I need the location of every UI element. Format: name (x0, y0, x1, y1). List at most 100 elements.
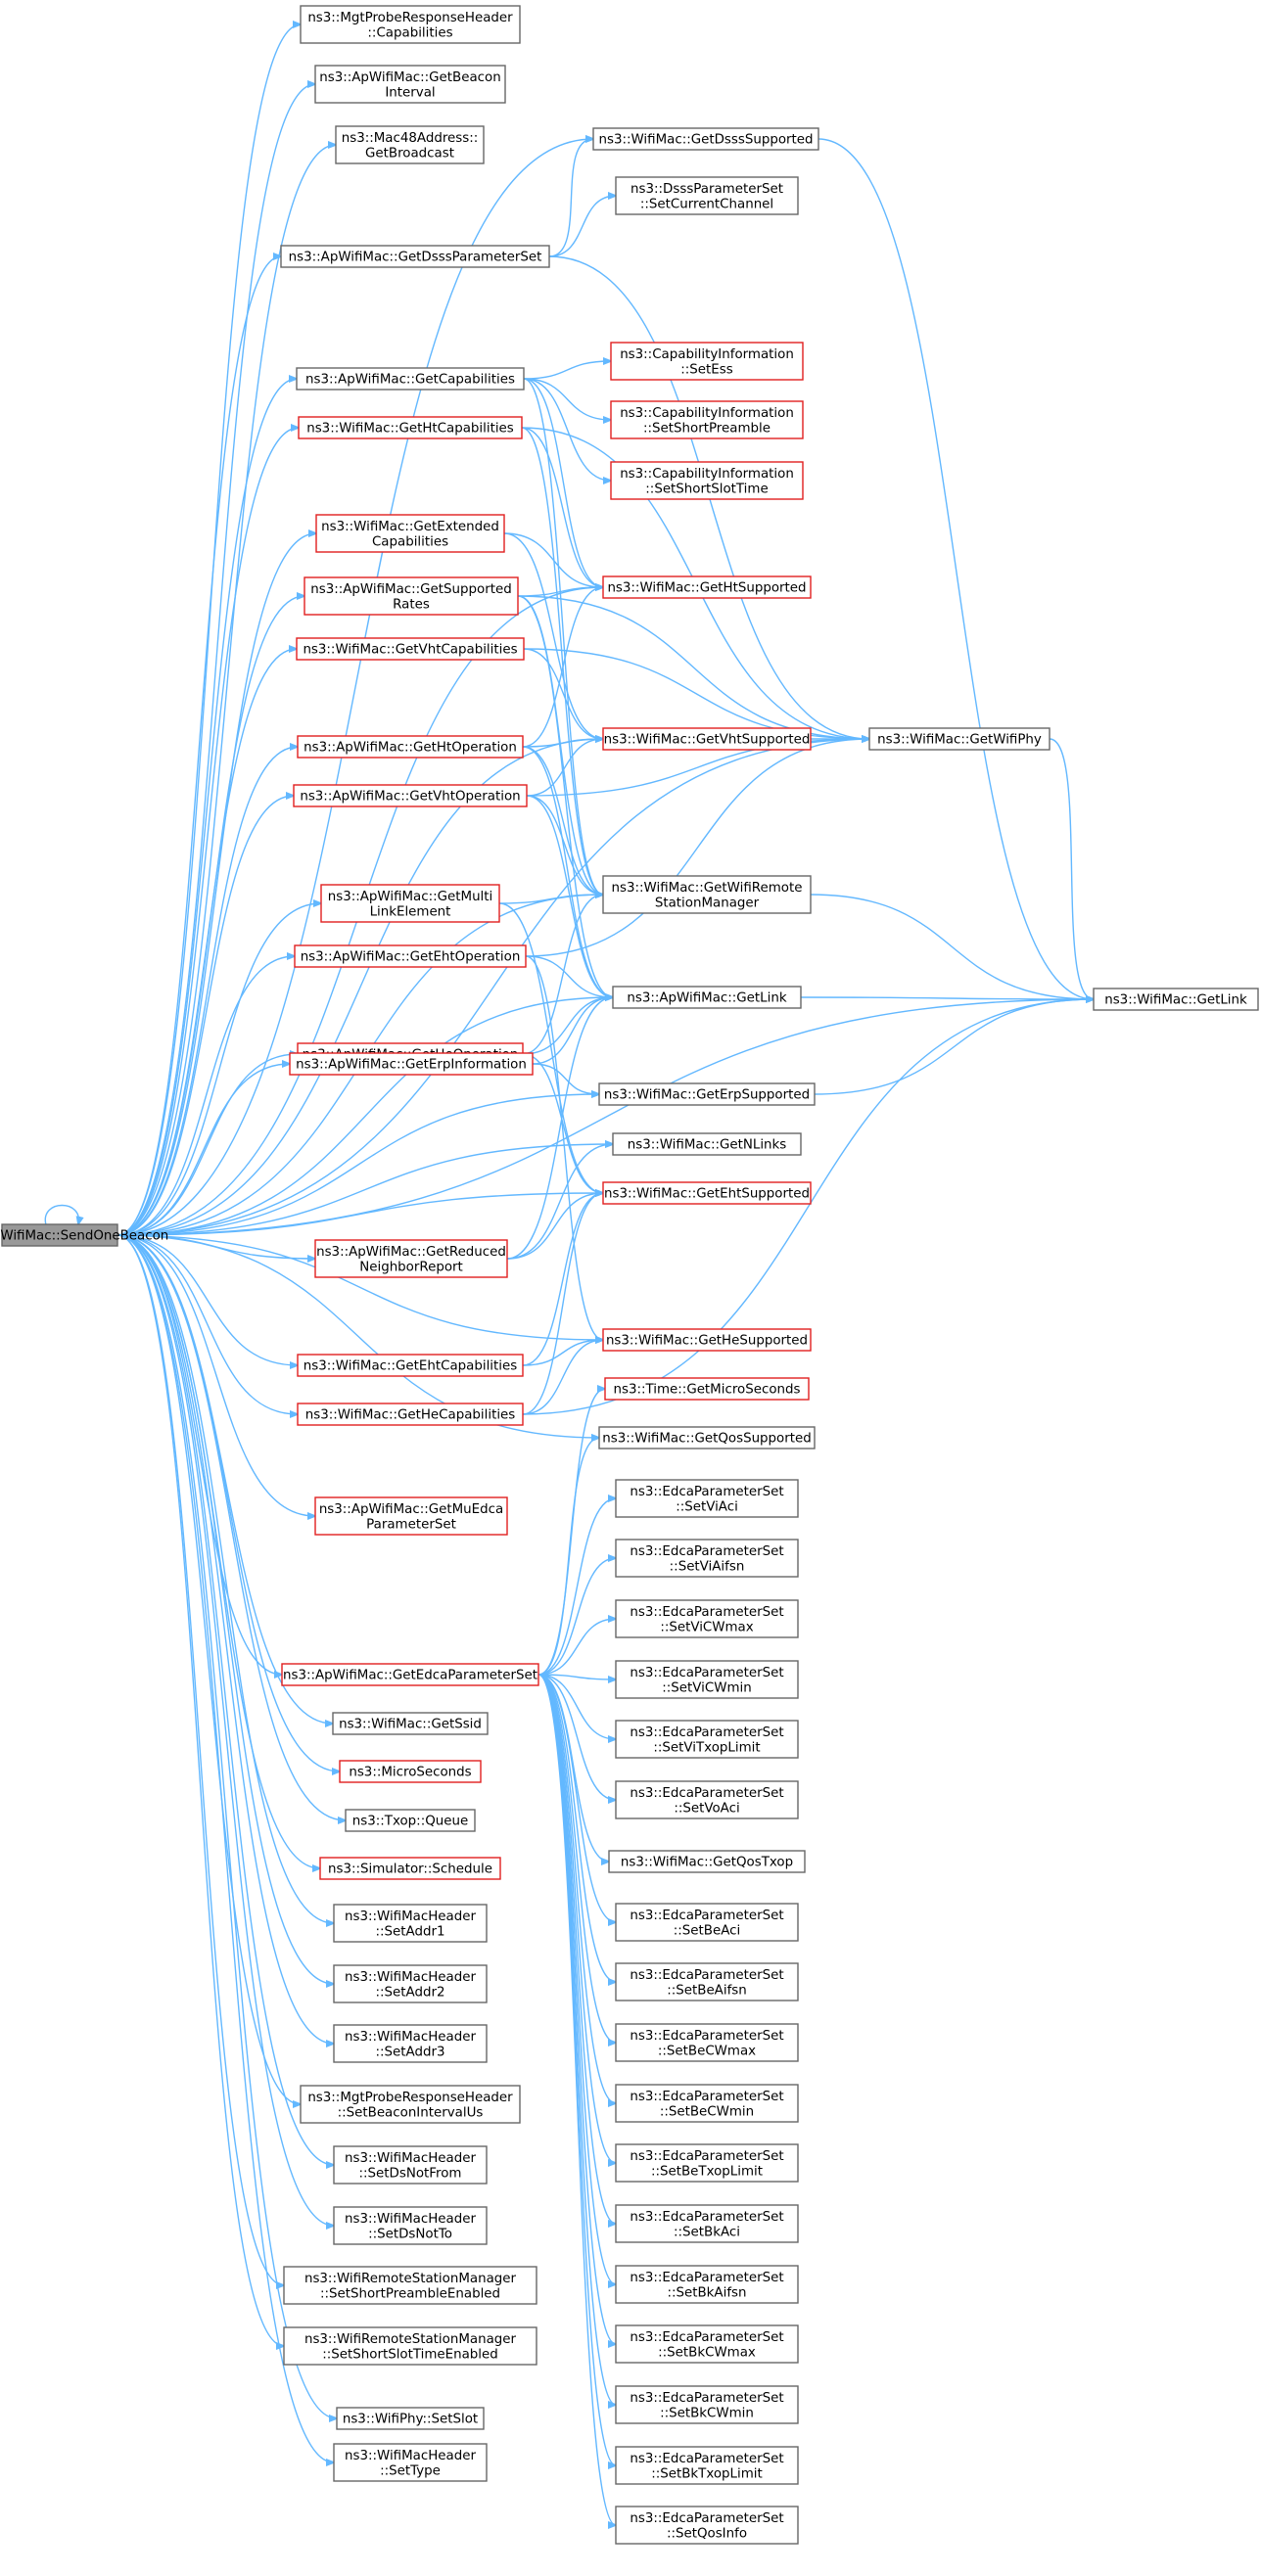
node-cap-set-short-slot[interactable]: ns3::CapabilityInformation::SetShortSlot… (610, 461, 804, 500)
node-box (615, 1903, 799, 1942)
node-dsss-set-chan[interactable]: ns3::DsssParameterSet::SetCurrentChannel (615, 176, 799, 215)
call-edge-root-to-root (44, 1204, 78, 1225)
call-edge-root-to-get-ext-cap (117, 533, 316, 1236)
node-set-bk-cwmin[interactable]: ns3::EdcaParameterSet::SetBkCWmin (615, 2385, 799, 2424)
call-edge-get-he-cap-to-get-eht-supp (522, 1193, 603, 1415)
node-get-capabilities[interactable]: ns3::ApWifiMac::GetCapabilities (296, 367, 525, 391)
node-micro-seconds[interactable]: ns3::MicroSeconds (339, 1760, 482, 1783)
call-edge-root-to-micro-seconds (117, 1234, 340, 1771)
node-set-vi-cwmin[interactable]: ns3::EdcaParameterSet::SetViCWmin (615, 1660, 799, 1699)
node-set-ds-not-from[interactable]: ns3::WifiMacHeader::SetDsNotFrom (333, 2145, 488, 2185)
node-label: ::SetBeCWmin (660, 2104, 754, 2119)
node-set-beacon-int-us[interactable]: ns3::MgtProbeResponseHeader::SetBeaconIn… (300, 2085, 521, 2124)
node-get-erp-supp[interactable]: ns3::WifiMac::GetErpSupported (598, 1082, 816, 1106)
node-get-he-supp[interactable]: ns3::WifiMac::GetHeSupported (602, 1328, 812, 1352)
node-get-wifi-phy[interactable]: ns3::WifiMac::GetWifiPhy (868, 727, 1051, 751)
node-set-addr3[interactable]: ns3::WifiMacHeader::SetAddr3 (333, 2024, 488, 2063)
node-box (314, 1496, 508, 1536)
node-box (602, 575, 812, 599)
node-ap-get-link[interactable]: ns3::ApWifiMac::GetLink (612, 986, 802, 1009)
node-get-eht-op[interactable]: ns3::ApWifiMac::GetEhtOperation (294, 944, 527, 968)
node-get-dsss-param[interactable]: ns3::ApWifiMac::GetDsssParameterSet (280, 245, 550, 268)
node-get-vht-op[interactable]: ns3::ApWifiMac::GetVhtOperation (293, 784, 528, 807)
node-get-ht-op[interactable]: ns3::ApWifiMac::GetHtOperation (297, 735, 524, 759)
node-get-eht-cap[interactable]: ns3::WifiMac::GetEhtCapabilities (297, 1354, 524, 1377)
node-get-ht-supp[interactable]: ns3::WifiMac::GetHtSupported (602, 575, 812, 599)
node-get-edca-param[interactable]: ns3::ApWifiMac::GetEdcaParameterSet (281, 1663, 539, 1686)
node-set-vo-aci[interactable]: ns3::EdcaParameterSet::SetVoAci (615, 1780, 799, 1819)
node-get-broadcast[interactable]: ns3::Mac48Address::GetBroadcast (335, 125, 485, 164)
node-set-bk-aci[interactable]: ns3::EdcaParameterSet::SetBkAci (615, 2204, 799, 2243)
node-get-nlinks[interactable]: ns3::WifiMac::GetNLinks (612, 1132, 802, 1156)
node-set-short-preamble[interactable]: ns3::WifiRemoteStationManager::SetShortP… (283, 2266, 537, 2305)
node-set-vi-aci[interactable]: ns3::EdcaParameterSet::SetViAci (615, 1479, 799, 1518)
node-probe-cap[interactable]: ns3::MgtProbeResponseHeader::Capabilitie… (300, 5, 521, 44)
node-get-qos-txop[interactable]: ns3::WifiMac::GetQosTxop (608, 1850, 806, 1873)
node-label: ns3::EdcaParameterSet (630, 2271, 783, 2285)
node-label: ::SetBkCWmin (660, 2406, 754, 2420)
node-set-qos-info[interactable]: ns3::EdcaParameterSet::SetQosInfo (615, 2506, 799, 2545)
node-get-he-cap[interactable]: ns3::WifiMac::GetHeCapabilities (297, 1403, 524, 1426)
call-edge-get-edca-param-to-set-vi-cwmin (537, 1674, 616, 1679)
node-set-be-aci[interactable]: ns3::EdcaParameterSet::SetBeAci (615, 1903, 799, 1942)
node-set-be-cwmin[interactable]: ns3::EdcaParameterSet::SetBeCWmin (615, 2084, 799, 2123)
node-phy-set-slot[interactable]: ns3::WifiPhy::SetSlot (336, 2407, 485, 2430)
node-set-be-txop[interactable]: ns3::EdcaParameterSet::SetBeTxopLimit (615, 2143, 799, 2183)
node-set-bk-aifsn[interactable]: ns3::EdcaParameterSet::SetBkAifsn (615, 2265, 799, 2304)
node-set-type[interactable]: ns3::WifiMacHeader::SetType (333, 2443, 488, 2482)
node-label: ns3::EdcaParameterSet (630, 2210, 783, 2225)
node-sim-schedule[interactable]: ns3::Simulator::Schedule (319, 1857, 501, 1880)
node-get-vht-supp[interactable]: ns3::WifiMac::GetVhtSupported (602, 727, 812, 751)
node-box (612, 1132, 802, 1156)
node-box (615, 2084, 799, 2123)
node-get-eht-supp[interactable]: ns3::WifiMac::GetEhtSupported (602, 1181, 812, 1205)
node-txop-queue[interactable]: ns3::Txop::Queue (345, 1809, 476, 1832)
node-set-be-aifsn[interactable]: ns3::EdcaParameterSet::SetBeAifsn (615, 1962, 799, 2001)
call-edge-get-eht-cap-to-get-eht-supp (522, 1193, 603, 1366)
node-get-erp-info[interactable]: ns3::ApWifiMac::GetErpInformation (289, 1052, 534, 1076)
node-set-be-cwmax[interactable]: ns3::EdcaParameterSet::SetBeCWmax (615, 2023, 799, 2062)
call-edge-get-erp-info-to-ap-get-link (532, 997, 613, 1065)
node-time-get-micro[interactable]: ns3::Time::GetMicroSeconds (604, 1377, 810, 1401)
node-set-addr1[interactable]: ns3::WifiMacHeader::SetAddr1 (333, 1904, 488, 1943)
node-label: ns3::WifiMacHeader (345, 2030, 476, 2045)
node-box (333, 2145, 488, 2185)
node-label: ::SetBeTxopLimit (651, 2164, 763, 2179)
node-get-ssid[interactable]: ns3::WifiMac::GetSsid (332, 1712, 489, 1735)
node-label: ::SetCurrentChannel (640, 197, 773, 211)
node-get-dsss-supp[interactable]: ns3::WifiMac::GetDsssSupported (592, 127, 819, 151)
node-set-vi-aifsn[interactable]: ns3::EdcaParameterSet::SetViAifsn (615, 1539, 799, 1578)
node-box (298, 416, 523, 439)
call-edge-get-he-cap-to-wifi-get-link (522, 999, 1094, 1415)
call-edge-root-to-set-ds-not-to (117, 1234, 334, 2226)
node-set-short-slot[interactable]: ns3::WifiRemoteStationManager::SetShortS… (283, 2326, 537, 2366)
call-edge-root-to-get-vht-op (117, 796, 294, 1236)
call-edge-get-edca-param-to-get-qos-txop (537, 1674, 609, 1862)
node-cap-set-short-pre[interactable]: ns3::CapabilityInformation::SetShortPrea… (610, 400, 804, 439)
node-cap-set-ess[interactable]: ns3::CapabilityInformation::SetEss (610, 342, 804, 381)
node-set-addr2[interactable]: ns3::WifiMacHeader::SetAddr2 (333, 1964, 488, 2003)
node-set-bk-txop[interactable]: ns3::EdcaParameterSet::SetBkTxopLimit (615, 2446, 799, 2485)
node-box (610, 342, 804, 381)
node-wifi-get-link[interactable]: ns3::WifiMac::GetLink (1093, 988, 1259, 1011)
node-set-vi-cwmax[interactable]: ns3::EdcaParameterSet::SetViCWmax (615, 1599, 799, 1638)
call-edge-root-to-get-qos-supp (117, 1234, 599, 1438)
call-edge-get-edca-param-to-set-vi-aci (537, 1498, 616, 1676)
node-get-wifi-rsm[interactable]: ns3::WifiMac::GetWifiRemoteStationManage… (602, 875, 812, 914)
node-set-vi-txop[interactable]: ns3::EdcaParameterSet::SetViTxopLimit (615, 1720, 799, 1759)
node-get-qos-supp[interactable]: ns3::WifiMac::GetQosSupported (598, 1426, 816, 1449)
node-get-vht-cap[interactable]: ns3::WifiMac::GetVhtCapabilities (296, 637, 525, 661)
node-get-ht-cap[interactable]: ns3::WifiMac::GetHtCapabilities (298, 416, 523, 439)
node-box (598, 1082, 816, 1106)
node-set-ds-not-to[interactable]: ns3::WifiMacHeader::SetDsNotTo (333, 2206, 488, 2245)
node-set-bk-cwmax[interactable]: ns3::EdcaParameterSet::SetBkCWmax (615, 2324, 799, 2364)
call-edge-get-he-op-to-get-eht-supp (522, 1053, 603, 1193)
node-root[interactable]: ns3::ApWifiMac::SendOneBeacon (0, 1223, 168, 1247)
node-box (615, 2204, 799, 2243)
